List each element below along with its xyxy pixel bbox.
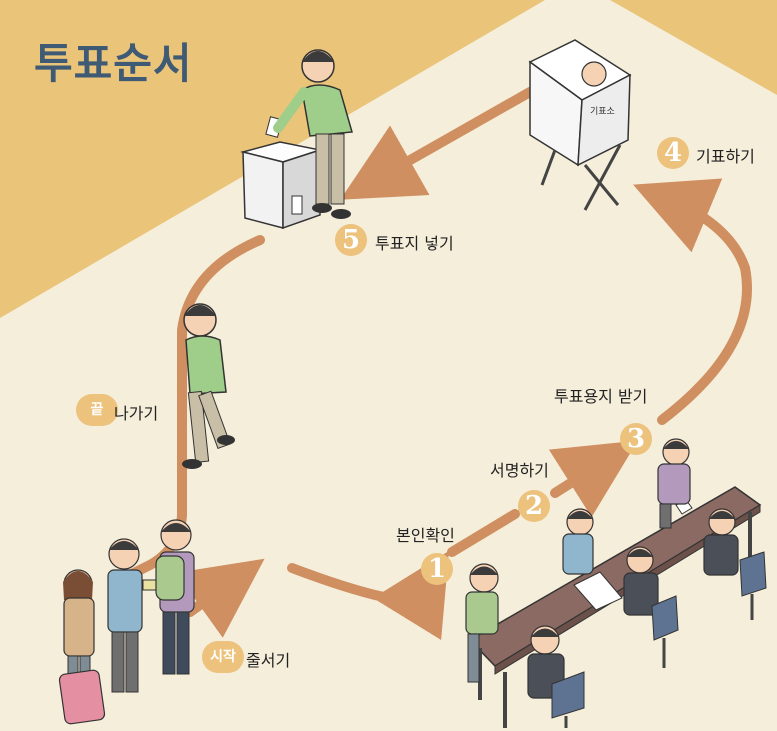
voter-id-check: [465, 563, 499, 683]
chair: [651, 595, 679, 668]
person-boy-backpack: [155, 519, 195, 675]
step-2-badge: 2: [518, 490, 550, 522]
page-title: 투표순서: [34, 39, 193, 88]
step-end-label: 나가기: [114, 404, 159, 423]
step-3-label: 투표용지 받기: [554, 387, 648, 406]
path-to-step5: [340, 87, 535, 200]
path-to-step3: [548, 440, 638, 518]
voter-signing: [562, 508, 594, 575]
chair: [739, 551, 767, 620]
person-woman-with-suitcase: [58, 569, 106, 725]
step-start-label: 줄서기: [246, 651, 291, 670]
ballot-box: [240, 116, 323, 230]
person-inserting-ballot: [273, 49, 353, 219]
step-1-badge: 1: [421, 553, 453, 585]
staff-member: [623, 546, 659, 616]
path-to-step4: [633, 178, 752, 425]
chair: [551, 671, 585, 728]
step-end-badge: 끝: [76, 394, 118, 426]
step-2-label: 서명하기: [490, 461, 549, 480]
path-to-step2: [447, 509, 520, 557]
voter-receiving-ballot: [657, 438, 691, 529]
step-3-badge: 3: [620, 423, 652, 455]
top-right-band: [610, 0, 777, 95]
queue-people: [58, 519, 195, 725]
step-4-label: 기표하기: [696, 147, 755, 166]
voting-booth: [528, 39, 632, 211]
staff-member: [703, 508, 739, 576]
step-5-badge: 5: [335, 224, 367, 256]
person-exiting: [182, 303, 235, 469]
step-5-label: 투표지 넣기: [375, 234, 454, 253]
booth-sign: 기표소: [590, 107, 615, 117]
table-people: [465, 438, 767, 728]
step-1-label: 본인확인: [396, 526, 455, 545]
path-start-arrow: [176, 558, 265, 638]
step-start-badge: 시작: [202, 641, 244, 673]
path-to-step1: [287, 550, 449, 641]
step-4-badge: 4: [657, 137, 689, 169]
person-man-blue-jacket: [107, 538, 158, 693]
